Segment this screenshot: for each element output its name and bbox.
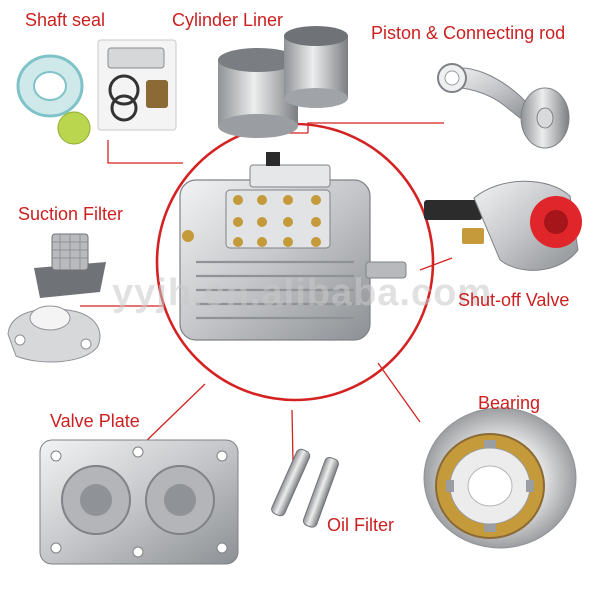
connector-piston-rod	[307, 122, 444, 133]
oil-filter-icon	[271, 448, 339, 528]
connector-shaft-seal	[107, 140, 183, 164]
suction-filter-icon	[7, 233, 106, 363]
connector-valve-plate	[141, 383, 206, 446]
cylinder-liner-icon	[218, 26, 348, 138]
connector-oil-filter	[291, 409, 294, 463]
label-bearing: Bearing	[478, 393, 541, 413]
shaft-seal-kit-icon	[16, 39, 177, 145]
label-valve-plate: Valve Plate	[50, 411, 140, 431]
valve-plate-icon	[39, 439, 239, 565]
label-oil-filter: Oil Filter	[327, 515, 394, 535]
bearing-icon	[423, 407, 577, 549]
label-piston-rod: Piston & Connecting rod	[371, 23, 566, 43]
label-shaft-seal: Shaft seal	[25, 10, 106, 30]
label-cylinder-liner: Cylinder Liner	[172, 10, 284, 30]
compressor-icon	[179, 152, 407, 341]
label-shut-off-valve: Shut-off Valve	[458, 290, 570, 310]
shut-off-valve-icon	[424, 180, 582, 271]
piston-rod-icon	[437, 63, 570, 149]
connector-bearing	[377, 362, 421, 423]
connector-shut-off-valve	[419, 257, 453, 271]
watermark: yyjh.en.alibaba.com	[112, 272, 493, 314]
label-suction-filter: Suction Filter	[18, 204, 124, 224]
